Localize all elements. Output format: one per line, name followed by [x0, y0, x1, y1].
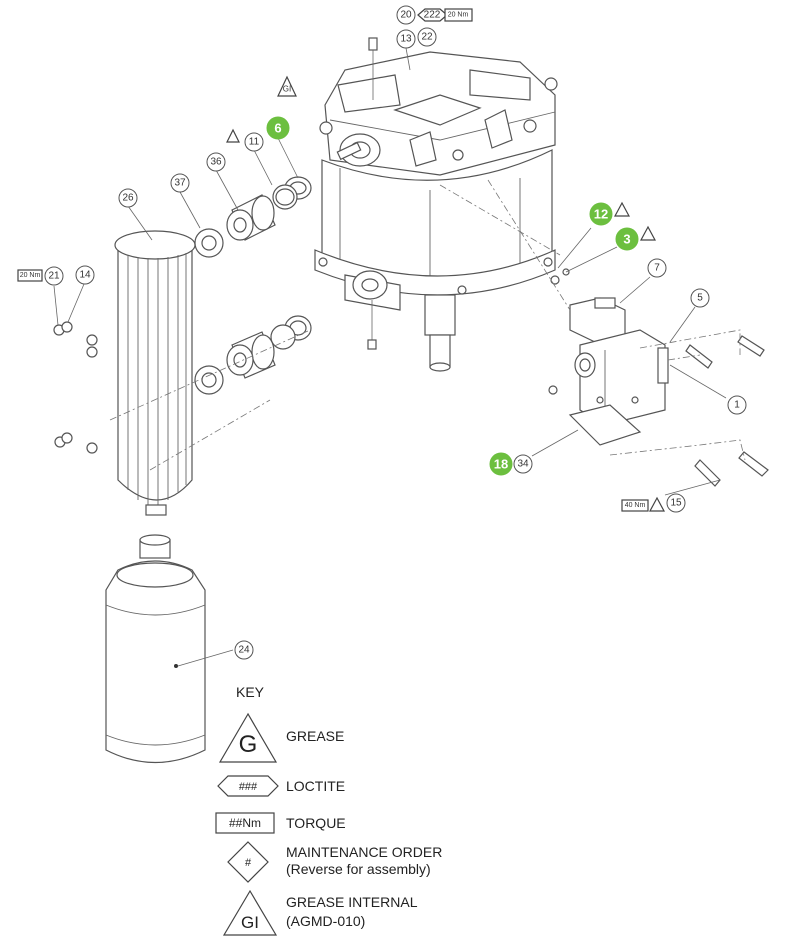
legend-gi-icon: GI [222, 889, 278, 936]
legend-torque-label: TORQUE [286, 815, 346, 831]
svg-text:#: # [245, 857, 252, 869]
svg-text:5: 5 [697, 293, 703, 304]
callout-11: 11 [226, 128, 264, 152]
svg-text:36: 36 [210, 157, 222, 168]
svg-text:18: 18 [494, 457, 508, 472]
legend-grease-icon: G [218, 712, 278, 763]
callout-1: 1 [727, 395, 747, 415]
svg-text:40 Nm: 40 Nm [625, 502, 646, 509]
legend-gi-label: GREASE INTERNAL [286, 894, 418, 910]
svg-text:20 Nm: 20 Nm [448, 12, 469, 19]
svg-text:G: G [239, 731, 258, 758]
upper-seal-stack [194, 176, 312, 258]
finned-element-26 [114, 230, 196, 516]
callout-7: 7 [647, 258, 667, 278]
callout-34: 34 [513, 454, 533, 474]
legend: KEY G GREASE ### LOCTITE ##Nm TORQUE # M… [215, 684, 442, 936]
legend-gi-note: (AGMD-010) [286, 913, 365, 929]
callout-26: 26 [118, 188, 138, 208]
svg-text:26: 26 [122, 193, 134, 204]
svg-text:1: 1 [734, 400, 740, 411]
svg-text:21: 21 [48, 271, 60, 282]
callout-24: 24 [234, 640, 254, 660]
svg-text:GI: GI [283, 85, 291, 94]
canister-24 [105, 534, 206, 763]
callout-22: 22 [417, 27, 437, 47]
svg-text:37: 37 [174, 178, 186, 189]
callout-14: 14 [75, 265, 95, 285]
callout-37: 37 [170, 173, 190, 193]
svg-text:20: 20 [400, 10, 412, 21]
screw-lower [367, 300, 377, 350]
svg-text:15: 15 [670, 498, 682, 509]
svg-text:GI: GI [241, 913, 259, 932]
nuts-left [53, 321, 98, 454]
motor-housing [314, 51, 558, 372]
callout-36: 36 [206, 152, 226, 172]
svg-text:11: 11 [249, 137, 260, 148]
valve-block [548, 268, 669, 446]
callout-6-green: 6 [266, 116, 290, 140]
svg-text:3: 3 [623, 232, 630, 247]
svg-text:24: 24 [238, 645, 250, 656]
svg-text:7: 7 [654, 263, 660, 274]
callout-13: 13 [396, 29, 416, 49]
callout-21: 20 Nm 21 [17, 266, 64, 286]
svg-text:###: ### [239, 781, 258, 793]
legend-torque-icon: ##Nm [215, 812, 275, 834]
callout-gi-top: GI [277, 75, 297, 97]
svg-text:20 Nm: 20 Nm [20, 272, 41, 279]
svg-text:22: 22 [421, 32, 433, 43]
leader-lines [53, 47, 727, 667]
legend-heading: KEY [236, 684, 265, 700]
svg-text:222: 222 [424, 10, 441, 21]
svg-text:13: 13 [400, 34, 412, 45]
legend-loctite-icon: ### [217, 775, 279, 797]
legend-loctite-label: LOCTITE [286, 778, 345, 794]
svg-text:14: 14 [79, 270, 91, 281]
legend-grease-label: GREASE [286, 728, 344, 744]
callout-20-top: 20 222 20 Nm [396, 5, 473, 25]
svg-text:##Nm: ##Nm [229, 816, 261, 830]
legend-order-icon: # [227, 841, 269, 883]
callout-3-green: 3 [615, 225, 657, 251]
svg-text:12: 12 [594, 207, 608, 222]
assembly-lines [109, 179, 746, 471]
screws-right [685, 335, 769, 487]
callout-5: 5 [690, 288, 710, 308]
svg-text:6: 6 [274, 121, 281, 136]
svg-text:34: 34 [517, 459, 529, 470]
callout-18-green: 18 [489, 452, 513, 476]
lower-seal-stack [194, 315, 312, 395]
screw-20 [368, 37, 378, 100]
callout-15: 40 Nm 15 [621, 493, 686, 513]
legend-order-label: MAINTENANCE ORDER [286, 844, 442, 860]
legend-order-note: (Reverse for assembly) [286, 861, 431, 877]
callout-12-green: 12 [589, 201, 631, 226]
